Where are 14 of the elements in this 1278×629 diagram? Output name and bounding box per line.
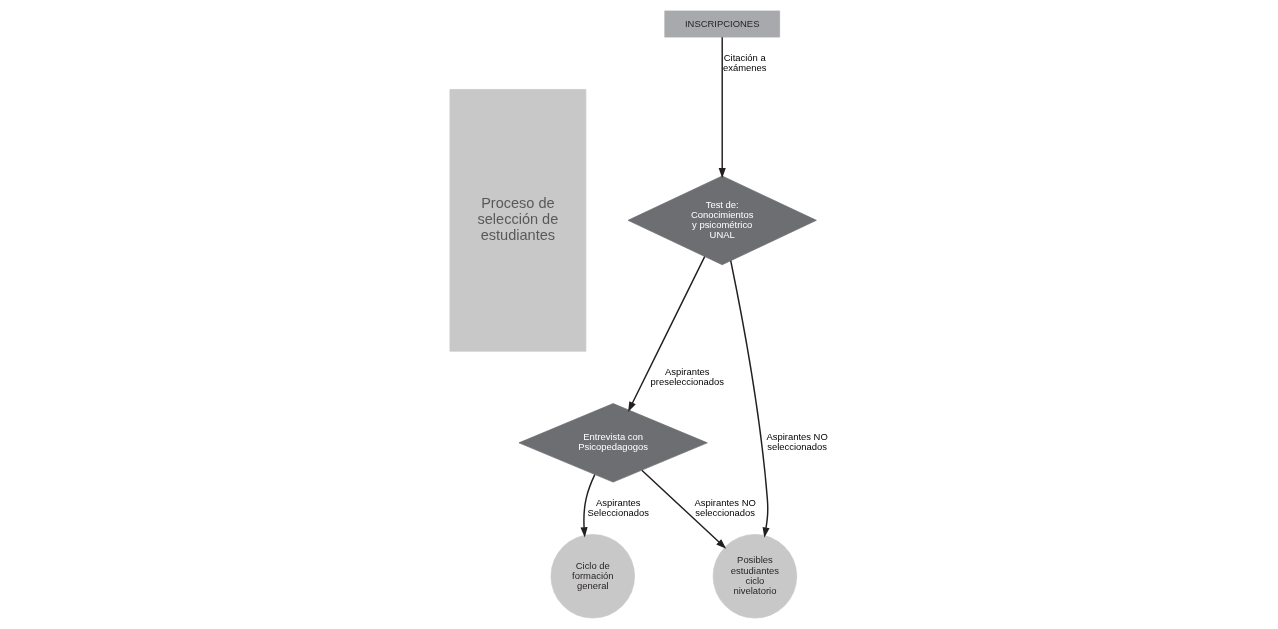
edge-label: Aspirantes preseleccionados	[650, 365, 724, 387]
edge-label: Aspirantes Seleccionados	[587, 496, 649, 518]
edge-label: Aspirantes NO seleccionados	[693, 496, 756, 518]
arrow	[580, 473, 595, 538]
arrow	[627, 255, 705, 412]
node-box: Proceso de selección de estudiantes	[449, 89, 586, 352]
edge-label: Aspirantes NO seleccionados	[765, 431, 828, 453]
arrow	[729, 260, 770, 538]
node-box: INSCRIPCIONES	[663, 10, 780, 38]
arrow	[640, 469, 726, 549]
node-circle: Ciclo de formación general	[550, 534, 635, 619]
arrow	[718, 36, 726, 179]
edge-label: Citación a exámenes	[722, 51, 767, 73]
node-diamond: Test de: Conocimientos y psicométrico UNAL	[627, 175, 817, 266]
